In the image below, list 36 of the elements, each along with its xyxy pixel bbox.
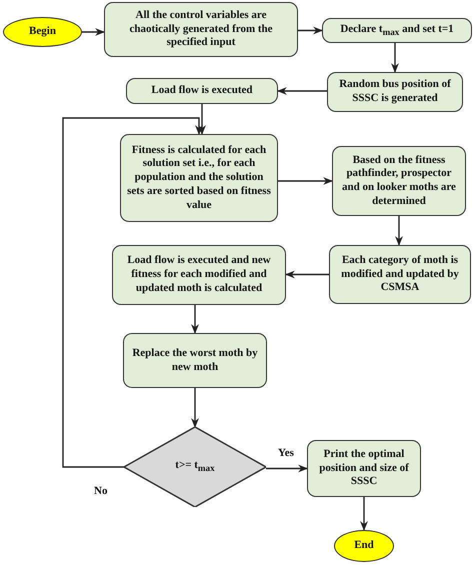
arrow <box>395 216 403 246</box>
process-box <box>327 72 463 112</box>
process-box <box>332 146 466 216</box>
arrow <box>298 26 323 34</box>
node-text: Declare t$_{max}$ and set t=1 <box>340 22 454 38</box>
process-box <box>112 245 286 305</box>
arrow <box>82 28 105 36</box>
node-text: All the control variables are chaotically generated from the specified input <box>128 8 274 50</box>
process-box <box>329 245 471 304</box>
node-text: Begin <box>29 25 56 39</box>
node-text: Based on the fitness pathfinder, prospector and on looker moths are determined <box>341 154 457 208</box>
process-box <box>123 333 267 388</box>
node-text: End <box>354 539 374 553</box>
process-box <box>322 18 472 43</box>
node-text: Fitness is calculated for each solution set i.e., for each population and the solution sets are sorted based on fitness value <box>127 144 271 212</box>
arrow <box>360 497 368 531</box>
arrow <box>191 305 199 334</box>
arrow <box>266 464 308 472</box>
node-text: Print the optimal position and size of SSSC <box>318 448 410 490</box>
process-box <box>104 2 298 57</box>
arrow <box>62 117 203 468</box>
process-box <box>126 78 278 104</box>
process-box <box>120 134 278 222</box>
node-text: Each category of moth is modified and updated by CSMSA <box>340 254 460 296</box>
arrow <box>278 177 333 185</box>
arrow <box>198 104 206 135</box>
node-text: Load flow is executed and new fitness for each modified and updated moth is calculated <box>126 254 272 296</box>
arrow <box>277 87 327 95</box>
node-text: Load flow is executed <box>151 84 253 98</box>
arrow <box>191 388 199 428</box>
node-text: Random bus position of SSSC is generated <box>338 78 452 106</box>
process-box <box>307 440 421 497</box>
arrow <box>391 43 399 73</box>
node-text: Replace the worst moth by new moth <box>131 346 259 374</box>
node-text: t>= t$_{max}$ <box>175 459 215 475</box>
arrow <box>285 270 329 278</box>
